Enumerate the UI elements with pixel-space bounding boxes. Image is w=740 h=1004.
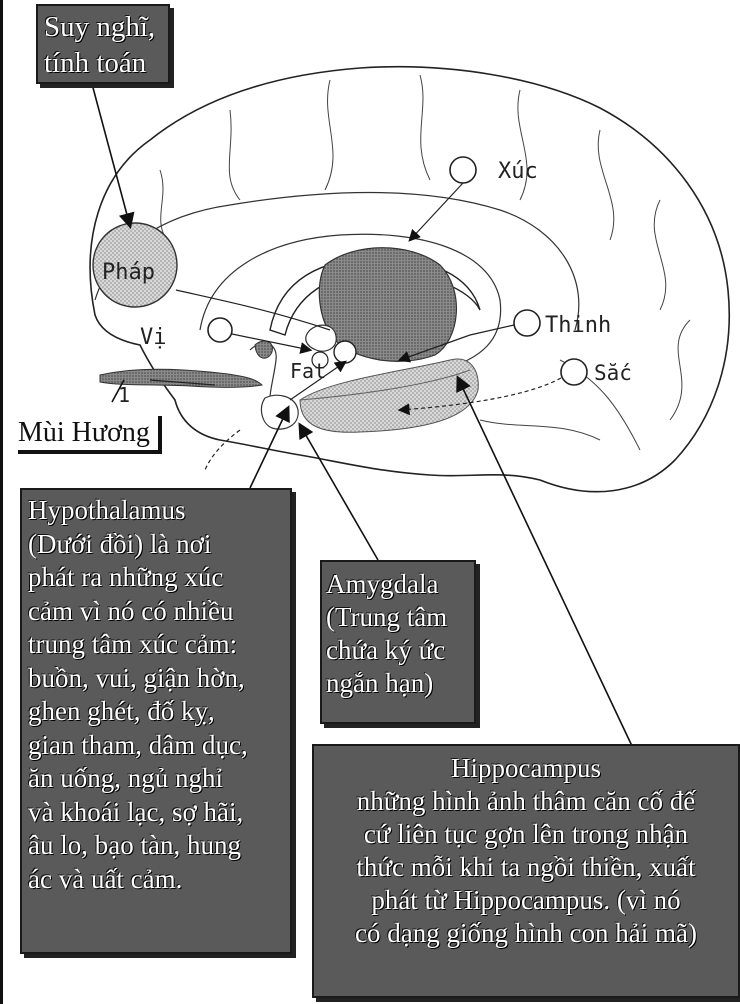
hypothalamus-line: ăn uống, ngủ nghỉ bbox=[28, 762, 284, 796]
hypothalamus-callout: Hypothalamus (Dưới đồi) là nơi phát ra n… bbox=[20, 488, 292, 954]
fat-label: Fat bbox=[290, 359, 326, 383]
hippocampus-line: có dạng giống hình con hải mã) bbox=[318, 917, 734, 950]
phap-label: Pháp bbox=[102, 260, 155, 285]
hippocampus-line: phát từ Hippocampus. (vì nó bbox=[318, 884, 734, 917]
vi-circle bbox=[208, 318, 232, 342]
hypothalamus-line: âu lo, bạo tàn, hung bbox=[28, 829, 284, 863]
amygdala-line: (Trung tâm bbox=[326, 601, 470, 634]
hypothalamus-line: ác và uất cảm. bbox=[28, 863, 284, 897]
thinking-line: Suy nghĩ, bbox=[44, 9, 162, 45]
xuc-circle bbox=[450, 157, 476, 183]
amygdala-line: Amygdala bbox=[326, 568, 470, 601]
amygdala-line: chứa ký ức bbox=[326, 634, 470, 667]
hippocampus-callout: Hippocampus những hình ảnh thâm căn cố đ… bbox=[312, 744, 740, 998]
amygdala-line: ngắn hạn) bbox=[326, 667, 470, 700]
hippocampus-line: cứ liên tục gợn lên trong nhận bbox=[318, 818, 734, 851]
amygdala-node bbox=[334, 341, 356, 363]
hypothalamus-line: phát ra những xúc bbox=[28, 561, 284, 595]
hippocampus-line: những hình ảnh thâm căn cố đế bbox=[318, 785, 734, 818]
hypothalamus-line: buồn, vui, giận hờn, bbox=[28, 662, 284, 696]
thinh-circle bbox=[514, 310, 540, 336]
thinh-label: Thinh bbox=[545, 313, 611, 338]
hypothalamus-line: và khoái lạc, sợ hãi, bbox=[28, 796, 284, 830]
thinking-callout: Suy nghĩ, tính toán bbox=[36, 4, 170, 84]
hypothalamus-line: gian tham, dâm dục, bbox=[28, 729, 284, 763]
hippocampus-line: thức mỗi khi ta ngồi thiền, xuất bbox=[318, 851, 734, 884]
hypothalamus-line: (Dưới đồi) là nơi bbox=[28, 528, 284, 562]
mui-huong-label: Mùi Hương bbox=[18, 416, 162, 454]
amygdala-callout: Amygdala (Trung tâm chứa ký ức ngắn hạn) bbox=[320, 560, 476, 724]
one-label: 1 bbox=[118, 383, 130, 407]
hypothalamus-line: ghen ghét, đố kỵ, bbox=[28, 695, 284, 729]
sac-circle bbox=[561, 359, 587, 385]
thinking-line: tính toán bbox=[44, 45, 162, 81]
vi-label: Vị bbox=[140, 325, 167, 350]
hypothalamus-line: trung tâm xúc cảm: bbox=[28, 628, 284, 662]
hypothalamus-line: Hypothalamus bbox=[28, 494, 284, 528]
amygdala-shape bbox=[306, 325, 336, 351]
xuc-label: Xúc bbox=[498, 159, 538, 184]
hippocampus-line: Hippocampus bbox=[318, 752, 734, 785]
sac-label: Sắc bbox=[594, 361, 632, 385]
hypothalamus-line: cảm vì nó có nhiều bbox=[28, 595, 284, 629]
